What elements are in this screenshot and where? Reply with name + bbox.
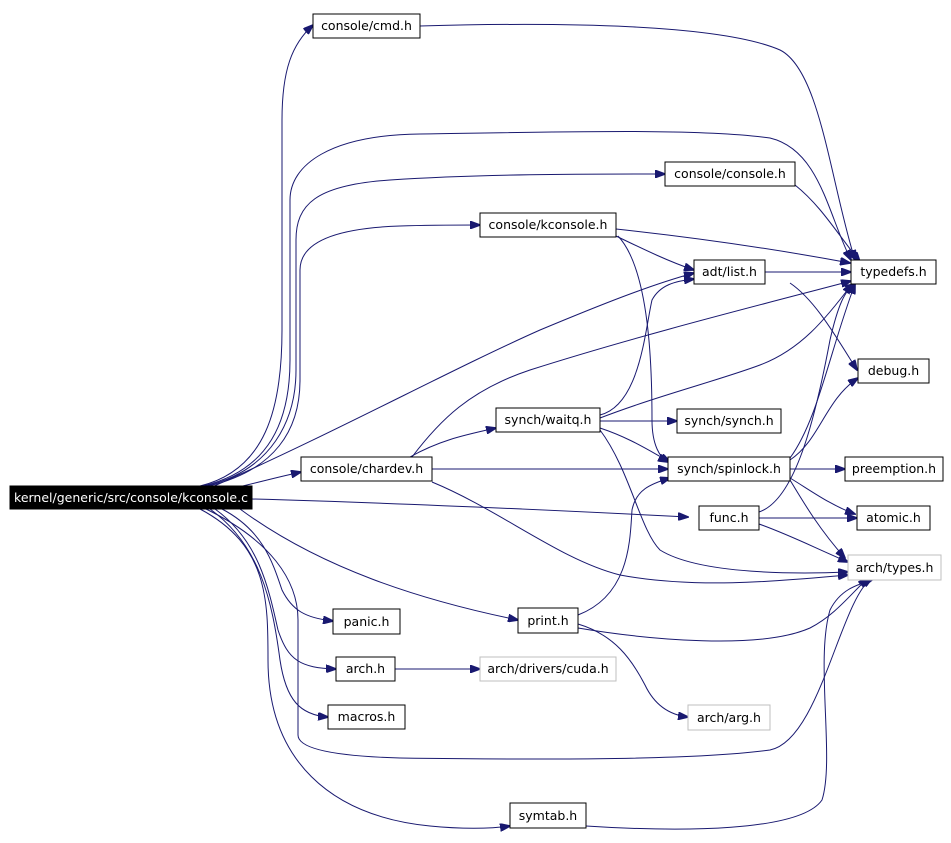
- node-arch-h-label: arch.h: [346, 661, 385, 676]
- node-symtab-h[interactable]: symtab.h: [509, 802, 587, 829]
- node-console-console-h[interactable]: console/console.h: [664, 161, 796, 187]
- node-synch-spinlock-h[interactable]: synch/spinlock.h: [667, 456, 791, 482]
- node-preemption-h-label: preemption.h: [852, 461, 936, 476]
- edge-kconsole-c-to-panic-h: [221, 508, 333, 621]
- edge-kconsole-c-to-adt-list-h: [211, 273, 694, 488]
- node-kconsole-c[interactable]: kernel/generic/src/console/kconsole.c: [9, 485, 253, 510]
- edge-synch-spinlock-h-to-typedefs-h: [789, 284, 855, 459]
- node-layer: kernel/generic/src/console/kconsole.c co…: [9, 13, 944, 829]
- edge-console-chardev-h-to-arch-types-h: [431, 481, 848, 584]
- node-adt-list-h[interactable]: adt/list.h: [693, 259, 766, 285]
- edge-kconsole-c-to-arch-types-h: [205, 508, 872, 760]
- edge-kconsole-c-to-arch-h: [214, 508, 336, 669]
- edge-print-h-to-arch-arg-h: [577, 623, 688, 717]
- edge-synch-spinlock-h-to-arch-types-h: [789, 479, 845, 558]
- node-func-h[interactable]: func.h: [698, 505, 760, 531]
- edge-kconsole-c-to-func-h: [251, 498, 688, 517]
- edge-kconsole-c-to-typedefs-h-upper: [202, 131, 851, 487]
- edge-console-cmd-h-to-typedefs-h: [419, 23, 855, 260]
- node-console-cmd-h[interactable]: console/cmd.h: [312, 13, 421, 39]
- node-synch-synch-h[interactable]: synch/synch.h: [676, 408, 782, 434]
- node-synch-spinlock-h-label: synch/spinlock.h: [677, 461, 781, 476]
- node-arch-arg-h[interactable]: arch/arg.h: [687, 704, 771, 731]
- edge-synch-waitq-h-to-arch-types-h: [599, 429, 848, 573]
- node-adt-list-h-label: adt/list.h: [702, 264, 757, 279]
- edge-console-chardev-h-to-typedefs-h: [411, 281, 851, 458]
- edge-kconsole-c-to-symtab-h: [199, 508, 510, 828]
- edge-synch-waitq-h-to-synch-spinlock-h: [599, 427, 670, 462]
- edge-kconsole-c-to-console-console-h: [205, 174, 665, 487]
- edge-synch-waitq-h-to-adt-list-h: [599, 279, 694, 416]
- node-arch-types-h[interactable]: arch/types.h: [847, 554, 942, 581]
- node-console-console-h-label: console/console.h: [674, 166, 786, 181]
- edge-func-h-to-arch-types-h: [758, 523, 848, 562]
- node-atomic-h[interactable]: atomic.h: [856, 505, 931, 531]
- node-arch-arg-h-label: arch/arg.h: [697, 710, 761, 725]
- node-arch-drivers-cuda-h-label: arch/drivers/cuda.h: [487, 661, 608, 676]
- node-debug-h[interactable]: debug.h: [857, 358, 930, 384]
- edge-kconsole-c-to-console-cmd-h: [199, 25, 313, 487]
- edge-synch-spinlock-h-to-debug-h: [789, 378, 858, 461]
- node-arch-h[interactable]: arch.h: [335, 656, 396, 682]
- node-console-chardev-h-label: console/chardev.h: [310, 461, 423, 476]
- node-console-cmd-h-label: console/cmd.h: [321, 18, 412, 33]
- node-macros-h-label: macros.h: [338, 709, 396, 724]
- node-debug-h-label: debug.h: [868, 363, 919, 378]
- node-preemption-h[interactable]: preemption.h: [844, 456, 944, 482]
- edge-print-h-to-arch-types-h: [577, 578, 868, 642]
- node-console-kconsole-h-label: console/kconsole.h: [489, 217, 608, 232]
- node-typedefs-h-label: typedefs.h: [860, 264, 926, 279]
- node-typedefs-h[interactable]: typedefs.h: [850, 259, 937, 285]
- edge-kconsole-c-to-macros-h: [209, 508, 328, 717]
- edge-adt-list-h-to-debug-h: [789, 282, 857, 370]
- node-console-chardev-h[interactable]: console/chardev.h: [300, 456, 433, 482]
- edge-console-kconsole-h-to-synch-spinlock-h: [617, 235, 668, 462]
- node-synch-waitq-h[interactable]: synch/waitq.h: [495, 407, 601, 433]
- node-synch-synch-h-label: synch/synch.h: [684, 413, 773, 428]
- node-panic-h[interactable]: panic.h: [332, 608, 401, 635]
- node-print-h-label: print.h: [527, 613, 568, 628]
- node-arch-drivers-cuda-h[interactable]: arch/drivers/cuda.h: [479, 656, 617, 682]
- edge-console-kconsole-h-to-adt-list-h: [615, 235, 694, 270]
- edge-console-chardev-h-to-synch-waitq-h: [409, 428, 496, 458]
- edge-console-kconsole-h-to-typedefs-h: [615, 228, 850, 263]
- node-synch-waitq-h-label: synch/waitq.h: [505, 412, 592, 427]
- node-atomic-h-label: atomic.h: [866, 510, 921, 525]
- node-console-kconsole-h[interactable]: console/kconsole.h: [479, 212, 617, 238]
- node-panic-h-label: panic.h: [344, 614, 390, 629]
- node-macros-h[interactable]: macros.h: [327, 704, 406, 730]
- node-func-h-label: func.h: [709, 510, 748, 525]
- edge-kconsole-c-to-print-h: [239, 508, 518, 620]
- node-symtab-h-label: symtab.h: [519, 808, 577, 823]
- edge-kconsole-c-to-console-kconsole-h: [208, 225, 480, 487]
- node-arch-types-h-label: arch/types.h: [856, 560, 934, 575]
- node-print-h[interactable]: print.h: [517, 607, 579, 634]
- node-kconsole-c-label: kernel/generic/src/console/kconsole.c: [14, 490, 248, 505]
- edge-synch-waitq-h-to-typedefs-h: [599, 284, 852, 419]
- edge-print-h-to-synch-spinlock-h: [577, 478, 670, 616]
- edge-symtab-h-to-arch-types-h: [585, 580, 872, 830]
- edge-console-console-h-to-typedefs-h: [794, 184, 860, 262]
- edge-layer: [199, 23, 872, 830]
- edge-func-h-to-typedefs-h: [758, 284, 855, 513]
- edge-synch-spinlock-h-to-atomic-h: [789, 477, 855, 514]
